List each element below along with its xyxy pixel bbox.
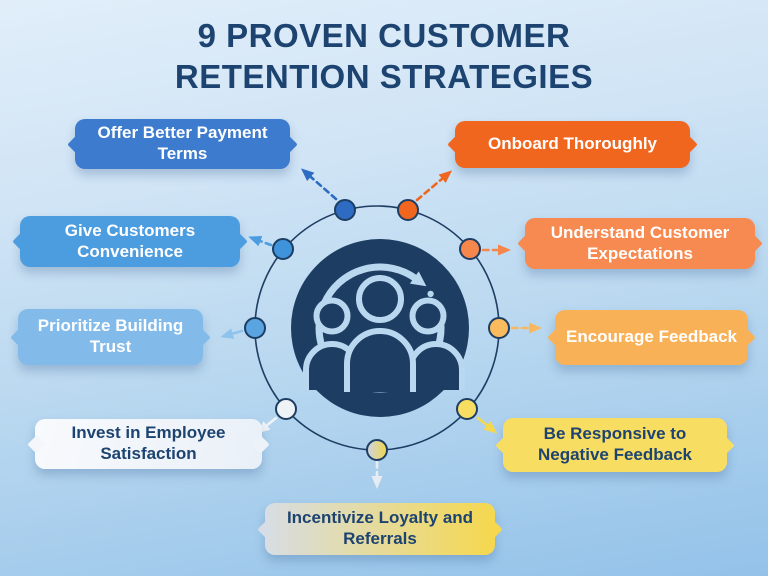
strategy-label: Invest in Employee Satisfaction: [71, 423, 226, 463]
strategy-box-understand-customer-expectations: Understand Customer Expectations: [517, 218, 763, 269]
connector-arrow-give-customers-convenience: [248, 235, 273, 247]
strategy-dot-incentivize-loyalty-and-referrals: [366, 439, 388, 461]
strategy-label: Be Responsive to Negative Feedback: [537, 424, 692, 464]
strategy-dot-prioritize-building-trust: [244, 317, 266, 339]
strategy-dot-encourage-feedback: [488, 317, 510, 339]
page-title-line2: RETENTION STRATEGIES: [174, 57, 594, 95]
strategy-dot-offer-better-payment-terms: [334, 199, 356, 221]
strategy-label: Give Customers Convenience: [64, 220, 196, 261]
page-title-line1: 9 PROVEN CUSTOMER: [197, 17, 571, 54]
strategy-dot-understand-customer-expectations: [459, 238, 481, 260]
strategy-box-be-responsive-to-negative-feedback: Be Responsive to Negative Feedback: [495, 418, 735, 472]
connector-arrow-invest-in-employee-satisfaction: [256, 416, 278, 434]
strategy-label: Prioritize Building Trust: [37, 316, 184, 356]
customer-group-retention-cycle-icon: [291, 239, 469, 417]
strategy-label: Onboard Thoroughly: [487, 134, 658, 154]
customer-group-icon: [303, 275, 465, 392]
strategy-box-encourage-feedback: Encourage Feedback: [547, 310, 756, 365]
strategy-label: Incentivize Loyalty and Referrals: [286, 508, 474, 548]
strategy-box-prioritize-building-trust: Prioritize Building Trust: [10, 309, 211, 365]
strategy-dot-onboard-thoroughly: [397, 199, 419, 221]
connector-arrow-be-responsive-to-negative-feedback: [476, 416, 498, 434]
strategy-dot-give-customers-convenience: [272, 238, 294, 260]
strategy-label: Encourage Feedback: [565, 327, 737, 347]
connector-arrow-offer-better-payment-terms: [300, 168, 338, 201]
strategy-box-onboard-thoroughly: Onboard Thoroughly: [447, 121, 698, 168]
connector-arrow-prioritize-building-trust: [220, 328, 244, 339]
connector-arrow-onboard-thoroughly: [415, 170, 453, 202]
strategy-box-offer-better-payment-terms: Offer Better Payment Terms: [67, 119, 298, 169]
strategy-label: Offer Better Payment Terms: [97, 123, 268, 163]
strategy-dot-invest-in-employee-satisfaction: [275, 398, 297, 420]
strategy-box-give-customers-convenience: Give Customers Convenience: [12, 216, 248, 267]
page-title: 9 PROVEN CUSTOMER RETENTION STRATEGIES: [0, 16, 768, 97]
strategy-box-invest-in-employee-satisfaction: Invest in Employee Satisfaction: [27, 419, 270, 469]
strategy-label: Understand Customer Expectations: [550, 222, 730, 263]
strategy-box-incentivize-loyalty-and-referrals: Incentivize Loyalty and Referrals: [257, 503, 503, 555]
strategy-dot-be-responsive-to-negative-feedback: [456, 398, 478, 420]
